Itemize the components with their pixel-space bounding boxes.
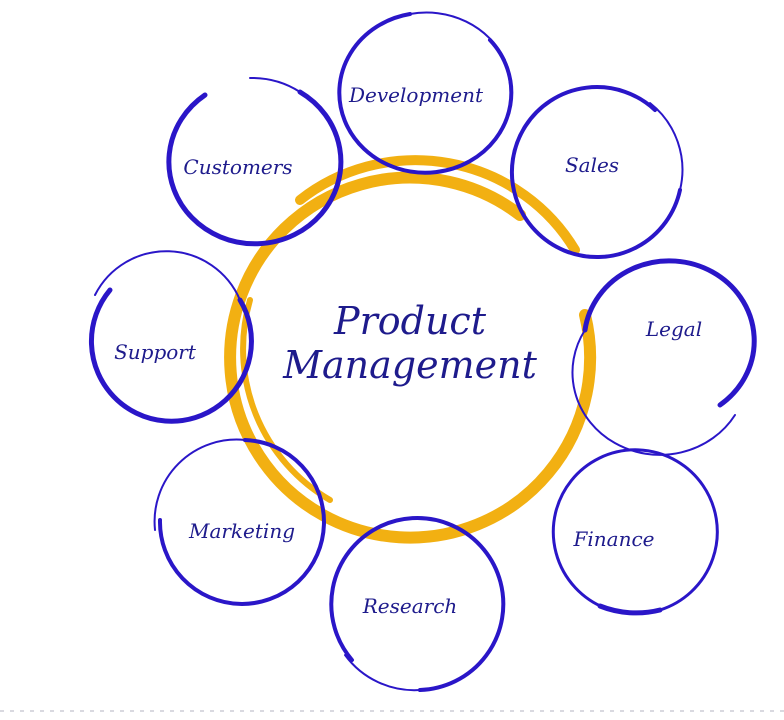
ring-sales — [509, 85, 682, 260]
node-research: Research — [329, 516, 506, 692]
ring-finance — [551, 448, 719, 612]
node-label-development: Development — [348, 83, 484, 107]
node-development: Development — [337, 11, 514, 175]
node-label-sales: Sales — [565, 153, 619, 177]
ring-support — [89, 287, 254, 424]
center-title: Product Management — [282, 299, 538, 387]
node-label-support: Support — [114, 340, 197, 364]
ring-finance-tail — [597, 603, 663, 616]
ring-research — [329, 516, 506, 692]
ring-development-tail — [409, 11, 506, 61]
ring-customers-tail — [249, 76, 301, 93]
center-title-line1: Product — [333, 299, 487, 343]
node-rings: Development Sales Legal Finance Research — [89, 11, 757, 692]
ring-marketing-tail — [153, 438, 246, 531]
node-label-legal: Legal — [645, 317, 702, 341]
ring-sales-tail — [649, 102, 684, 191]
node-marketing: Marketing — [153, 438, 326, 606]
node-support: Support — [89, 250, 254, 424]
node-legal: Legal — [571, 258, 757, 456]
node-label-customers: Customers — [183, 155, 292, 179]
node-label-marketing: Marketing — [188, 519, 295, 543]
node-finance: Finance — [551, 448, 719, 616]
node-label-finance: Finance — [573, 527, 655, 551]
node-customers: Customers — [166, 76, 344, 247]
node-label-research: Research — [362, 594, 458, 618]
ring-support-tail — [94, 250, 241, 301]
ring-research-tail — [344, 654, 421, 692]
ring-customers — [166, 89, 344, 247]
ring-development — [337, 12, 514, 175]
node-sales: Sales — [509, 85, 684, 260]
center-ring — [224, 171, 597, 544]
ring-marketing — [157, 438, 326, 606]
ring-legal — [582, 258, 757, 408]
center-title-line2: Management — [282, 343, 538, 387]
ring-legal-tail — [571, 329, 736, 456]
center-ring-inner-stroke — [240, 297, 333, 503]
